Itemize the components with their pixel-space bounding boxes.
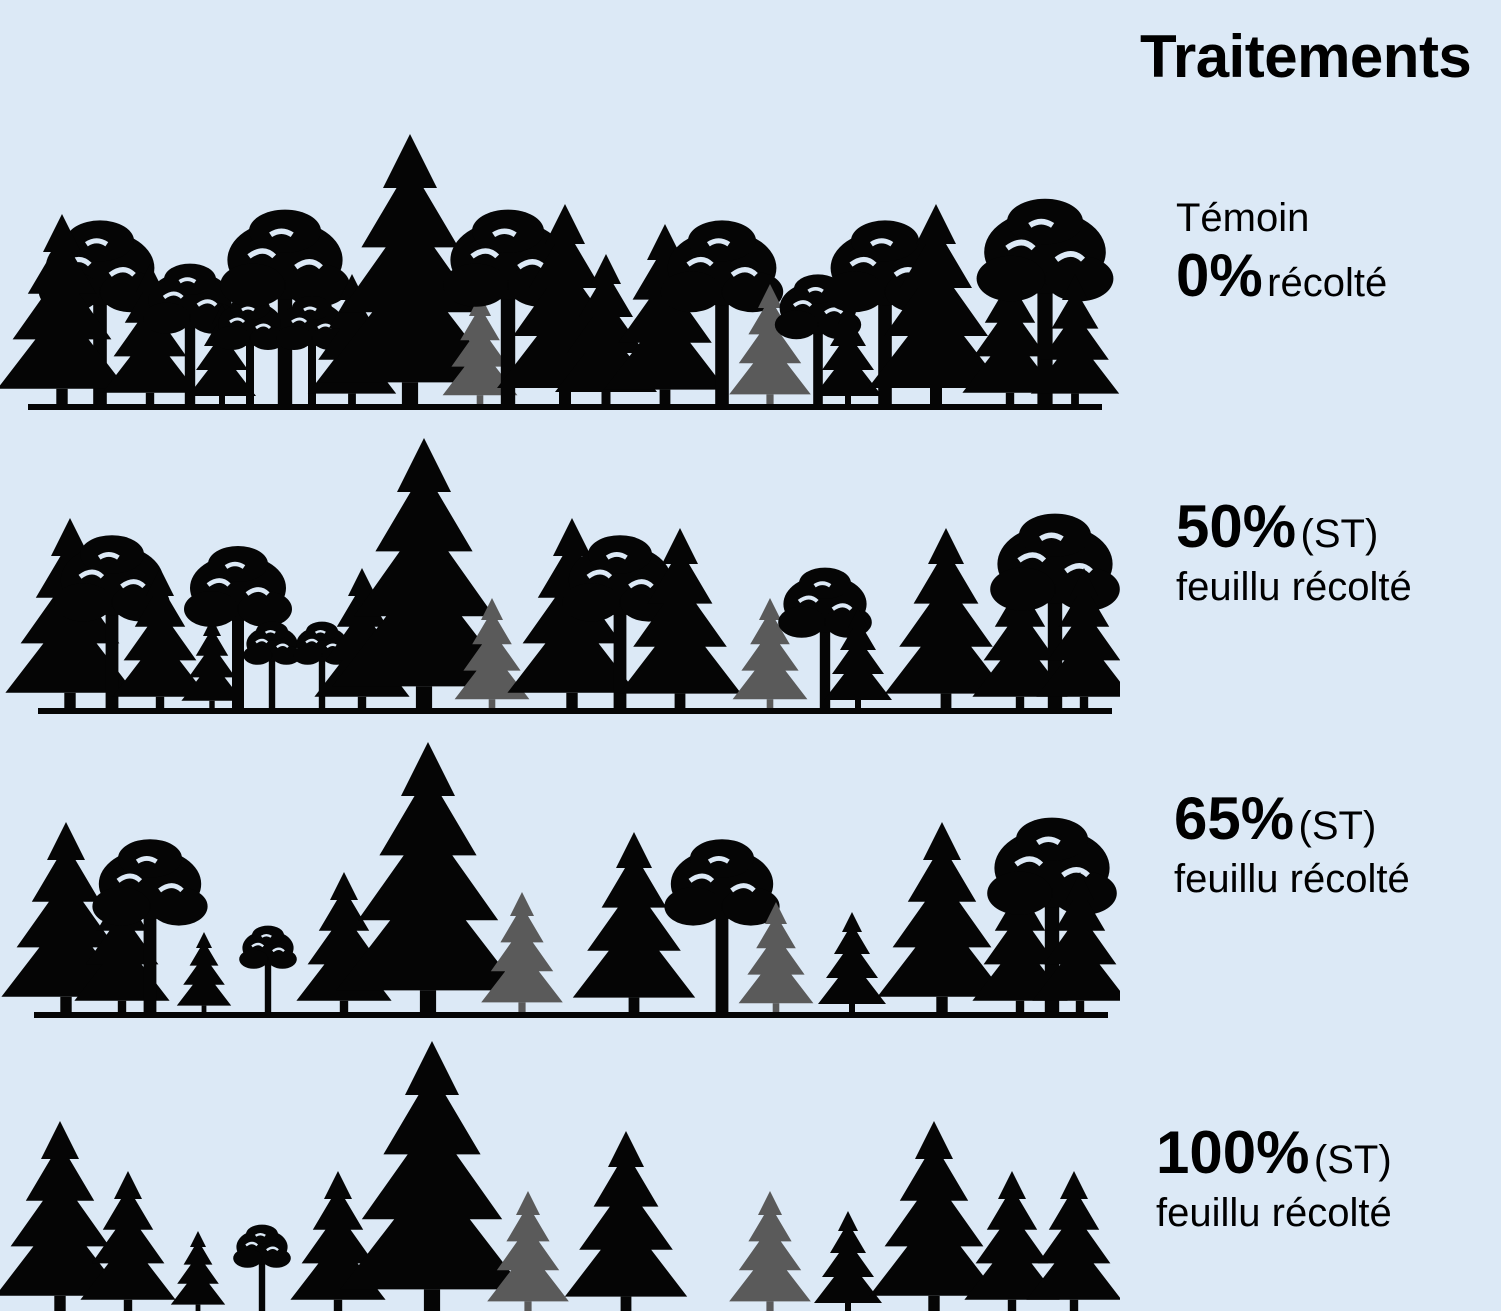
treatment-label-3: 100% (ST) feuillu récolté (1156, 1118, 1392, 1236)
broadleaf-tree-icon (241, 620, 302, 711)
treatment-label-0-percent: 0% (1176, 242, 1263, 309)
treatment-label-0-line1: Témoin (1176, 196, 1310, 240)
broadleaf-tree-icon (237, 924, 298, 1015)
forest-treatment-illustration (0, 134, 1120, 1311)
ground-line (28, 404, 1102, 410)
treatment-label-1-line2: feuillu récolté (1176, 565, 1412, 609)
stand-row-2 (1, 742, 1120, 1018)
ground-line (38, 708, 1112, 714)
stand-row-1 (5, 438, 1120, 714)
young-conifer-tree-icon (487, 1191, 569, 1311)
young-conifer-tree-icon (481, 892, 563, 1015)
page-title: Traitements (1140, 23, 1472, 90)
conifer-tree-icon (290, 1171, 386, 1311)
stand-row-0 (0, 134, 1120, 410)
treatment-label-3-percent: 100% (1156, 1119, 1310, 1186)
conifer-tree-icon (564, 1131, 688, 1311)
treatment-label-2: 65% (ST) feuillu récolté (1174, 784, 1410, 902)
treatment-label-1-percent: 50% (1176, 493, 1297, 560)
treatment-label-2-suffix: (ST) (1298, 804, 1377, 848)
treatment-label-2-percent: 65% (1174, 785, 1295, 852)
treatment-label-0-suffix: récolté (1267, 261, 1388, 305)
young-conifer-tree-icon (729, 1191, 811, 1311)
ground-line (34, 1012, 1108, 1018)
treatment-label-1: 50% (ST) feuillu récolté (1176, 492, 1412, 610)
treatment-label-0: Témoin 0% récolté (1176, 196, 1387, 310)
treatment-label-2-line2: feuillu récolté (1174, 857, 1410, 901)
broadleaf-tree-icon (231, 1223, 292, 1311)
conifer-tree-icon (340, 1041, 524, 1311)
treatment-label-1-suffix: (ST) (1300, 512, 1379, 556)
conifer-tree-icon (818, 912, 886, 1014)
treatment-label-3-suffix: (ST) (1313, 1138, 1392, 1182)
conifer-tree-icon (814, 1211, 882, 1311)
stand-row-3 (0, 1041, 1120, 1311)
conifer-tree-icon (170, 1231, 226, 1311)
conifer-tree-icon (336, 742, 520, 1018)
conifer-tree-icon (572, 832, 696, 1016)
conifer-tree-icon (1026, 1171, 1120, 1311)
treatment-label-3-line2: feuillu récolté (1156, 1191, 1392, 1235)
conifer-tree-icon (176, 932, 232, 1014)
